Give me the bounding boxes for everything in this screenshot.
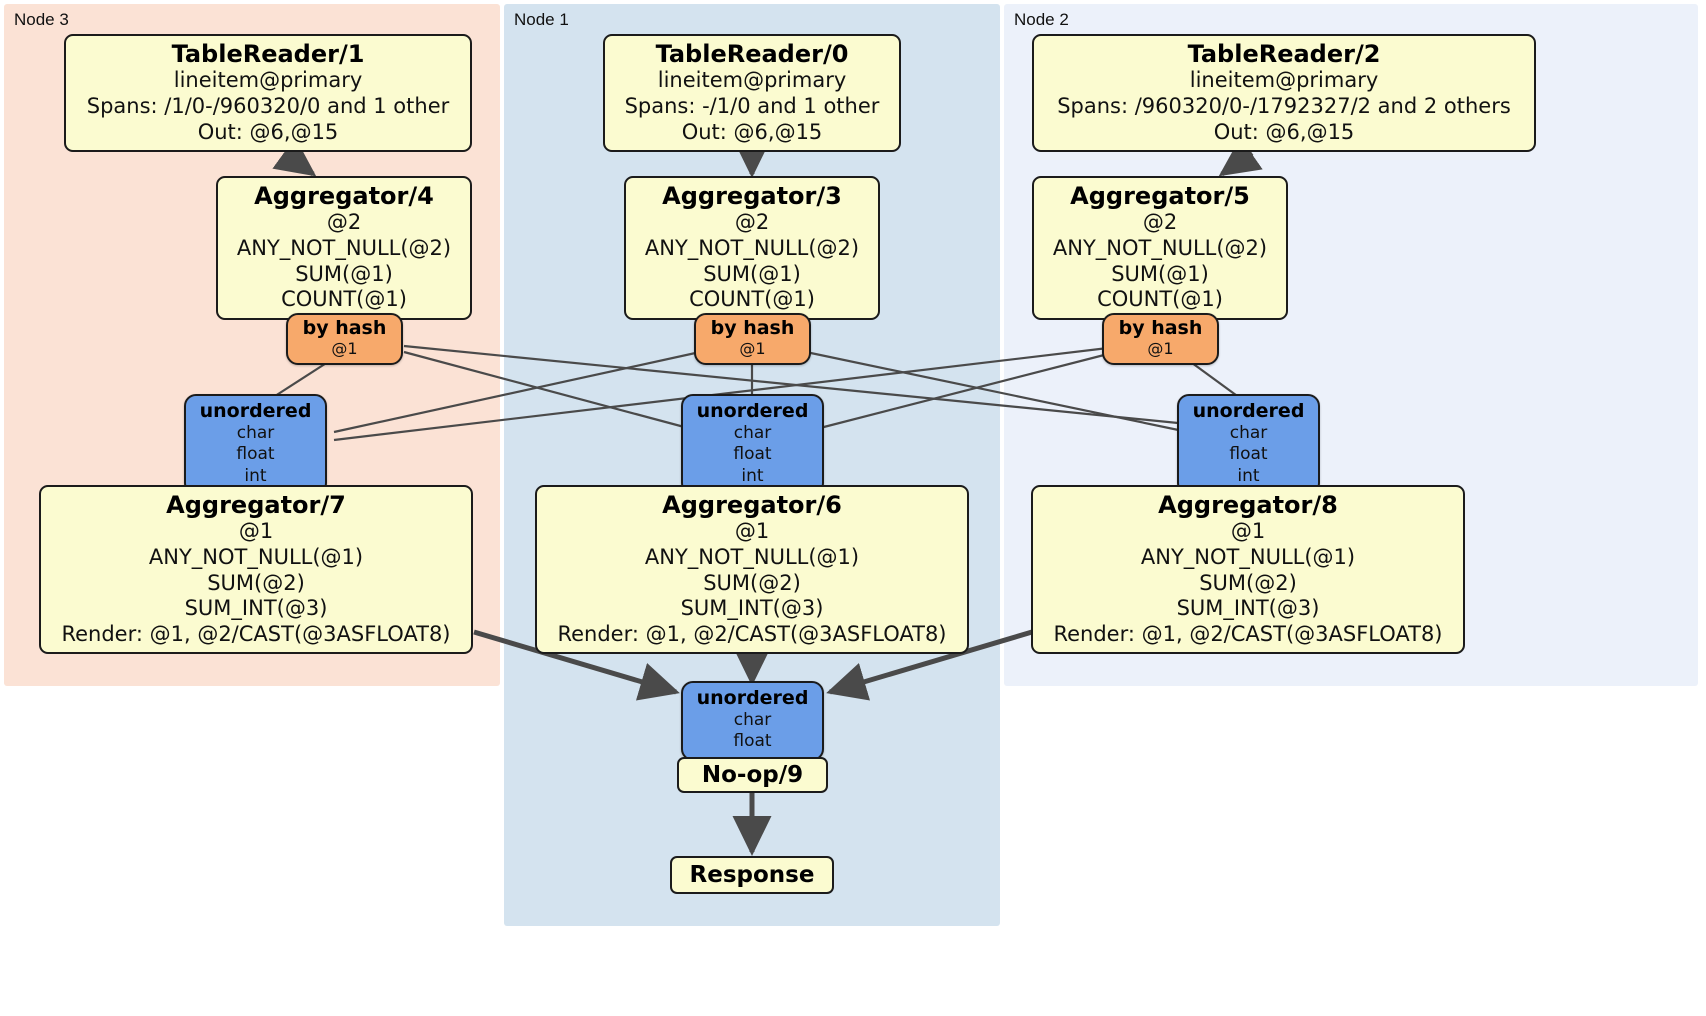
processor-title: No-op/9: [701, 762, 804, 788]
router-by-hash-left[interactable]: by hash @1: [286, 313, 403, 365]
synchronizer-unordered-center[interactable]: unordered char float int: [681, 394, 824, 496]
processor-aggregator-3[interactable]: Aggregator/3 @2 ANY_NOT_NULL(@2) SUM(@1)…: [624, 176, 880, 320]
processor-title: Response: [689, 862, 815, 888]
processor-line: SUM(@2): [1199, 570, 1297, 595]
node-panel-label-node2: Node 2: [1014, 10, 1069, 29]
processor-line: Out: @6,@15: [681, 119, 823, 144]
synchronizer-line: char: [733, 709, 772, 730]
router-line: @1: [1147, 338, 1174, 358]
processor-aggregator-7[interactable]: Aggregator/7 @1 ANY_NOT_NULL(@1) SUM(@2)…: [39, 485, 473, 655]
processor-line: Render: @1, @2/CAST(@3ASFLOAT8): [1053, 621, 1443, 646]
router-line: @1: [739, 338, 766, 358]
synchronizer-line: float: [1229, 444, 1268, 465]
synchronizer-unordered-right[interactable]: unordered char float int: [1177, 394, 1320, 496]
router-by-hash-center[interactable]: by hash @1: [694, 313, 811, 365]
processor-line: SUM(@1): [295, 261, 393, 286]
processor-line: @2: [326, 210, 362, 235]
router-line: @1: [331, 338, 358, 358]
processor-line: ANY_NOT_NULL(@1): [644, 544, 860, 569]
synchronizer-line: char: [236, 422, 275, 443]
processor-line: ANY_NOT_NULL(@1): [1140, 544, 1356, 569]
processor-title: Aggregator/8: [1158, 491, 1338, 519]
router-title: by hash: [1118, 317, 1203, 339]
processor-noop-9[interactable]: No-op/9: [677, 757, 828, 793]
processor-line: lineitem@primary: [657, 68, 847, 93]
processor-title: Aggregator/4: [254, 182, 434, 210]
synchronizer-line: float: [236, 444, 275, 465]
processor-line: Spans: /1/0-/960320/0 and 1 other: [86, 93, 450, 118]
processor-line: SUM(@2): [207, 570, 305, 595]
router-by-hash-right[interactable]: by hash @1: [1102, 313, 1219, 365]
processor-title: Aggregator/7: [166, 491, 346, 519]
synchronizer-line: int: [244, 465, 267, 486]
processor-line: Spans: /960320/0-/1792327/2 and 2 others: [1057, 93, 1511, 118]
processor-tablereader-2[interactable]: TableReader/2 lineitem@primary Spans: /9…: [1032, 34, 1536, 153]
processor-line: @1: [1230, 519, 1266, 544]
router-title: by hash: [302, 317, 387, 339]
processor-line: Render: @1, @2/CAST(@3ASFLOAT8): [61, 621, 451, 646]
processor-aggregator-8[interactable]: Aggregator/8 @1 ANY_NOT_NULL(@1) SUM(@2)…: [1031, 485, 1465, 655]
router-title: by hash: [710, 317, 795, 339]
processor-line: Out: @6,@15: [1213, 119, 1355, 144]
processor-aggregator-5[interactable]: Aggregator/5 @2 ANY_NOT_NULL(@2) SUM(@1)…: [1032, 176, 1288, 320]
synchronizer-line: char: [733, 422, 772, 443]
synchronizer-line: float: [733, 731, 772, 752]
processor-line: lineitem@primary: [173, 68, 363, 93]
processor-title: TableReader/0: [655, 40, 849, 68]
processor-aggregator-4[interactable]: Aggregator/4 @2 ANY_NOT_NULL(@2) SUM(@1)…: [216, 176, 472, 320]
processor-line: lineitem@primary: [1189, 68, 1379, 93]
processor-line: Spans: -/1/0 and 1 other: [624, 93, 880, 118]
processor-line: ANY_NOT_NULL(@2): [1052, 235, 1268, 260]
processor-title: TableReader/1: [171, 40, 365, 68]
processor-title: Aggregator/3: [662, 182, 842, 210]
synchronizer-title: unordered: [199, 400, 312, 422]
synchronizer-title: unordered: [696, 687, 809, 709]
processor-line: @1: [238, 519, 274, 544]
processor-line: Out: @6,@15: [197, 119, 339, 144]
processor-line: ANY_NOT_NULL(@1): [148, 544, 364, 569]
synchronizer-line: int: [741, 465, 764, 486]
processor-line: @2: [734, 210, 770, 235]
synchronizer-title: unordered: [696, 400, 809, 422]
processor-line: COUNT(@1): [689, 287, 815, 312]
processor-line: SUM_INT(@3): [680, 596, 824, 621]
synchronizer-line: float: [733, 444, 772, 465]
processor-title: Aggregator/6: [662, 491, 842, 519]
processor-line: SUM(@1): [1111, 261, 1209, 286]
processor-title: TableReader/2: [1187, 40, 1381, 68]
processor-tablereader-1[interactable]: TableReader/1 lineitem@primary Spans: /1…: [64, 34, 472, 153]
processor-response[interactable]: Response: [670, 856, 834, 894]
processor-line: Render: @1, @2/CAST(@3ASFLOAT8): [557, 621, 947, 646]
synchronizer-unordered-left[interactable]: unordered char float int: [184, 394, 327, 496]
processor-line: ANY_NOT_NULL(@2): [644, 235, 860, 260]
synchronizer-title: unordered: [1192, 400, 1305, 422]
processor-line: ANY_NOT_NULL(@2): [236, 235, 452, 260]
processor-title: Aggregator/5: [1070, 182, 1250, 210]
processor-tablereader-0[interactable]: TableReader/0 lineitem@primary Spans: -/…: [603, 34, 901, 153]
processor-line: SUM_INT(@3): [1176, 596, 1320, 621]
synchronizer-line: int: [1237, 465, 1260, 486]
node-panel-label-node1: Node 1: [514, 10, 569, 29]
processor-line: SUM(@2): [703, 570, 801, 595]
processor-line: @1: [734, 519, 770, 544]
processor-line: COUNT(@1): [1097, 287, 1223, 312]
synchronizer-line: char: [1229, 422, 1268, 443]
processor-line: COUNT(@1): [281, 287, 407, 312]
processor-line: SUM_INT(@3): [184, 596, 328, 621]
processor-line: @2: [1142, 210, 1178, 235]
node-panel-label-node3: Node 3: [14, 10, 69, 29]
synchronizer-unordered-final[interactable]: unordered char float: [681, 681, 824, 761]
processor-aggregator-6[interactable]: Aggregator/6 @1 ANY_NOT_NULL(@1) SUM(@2)…: [535, 485, 969, 655]
processor-line: SUM(@1): [703, 261, 801, 286]
